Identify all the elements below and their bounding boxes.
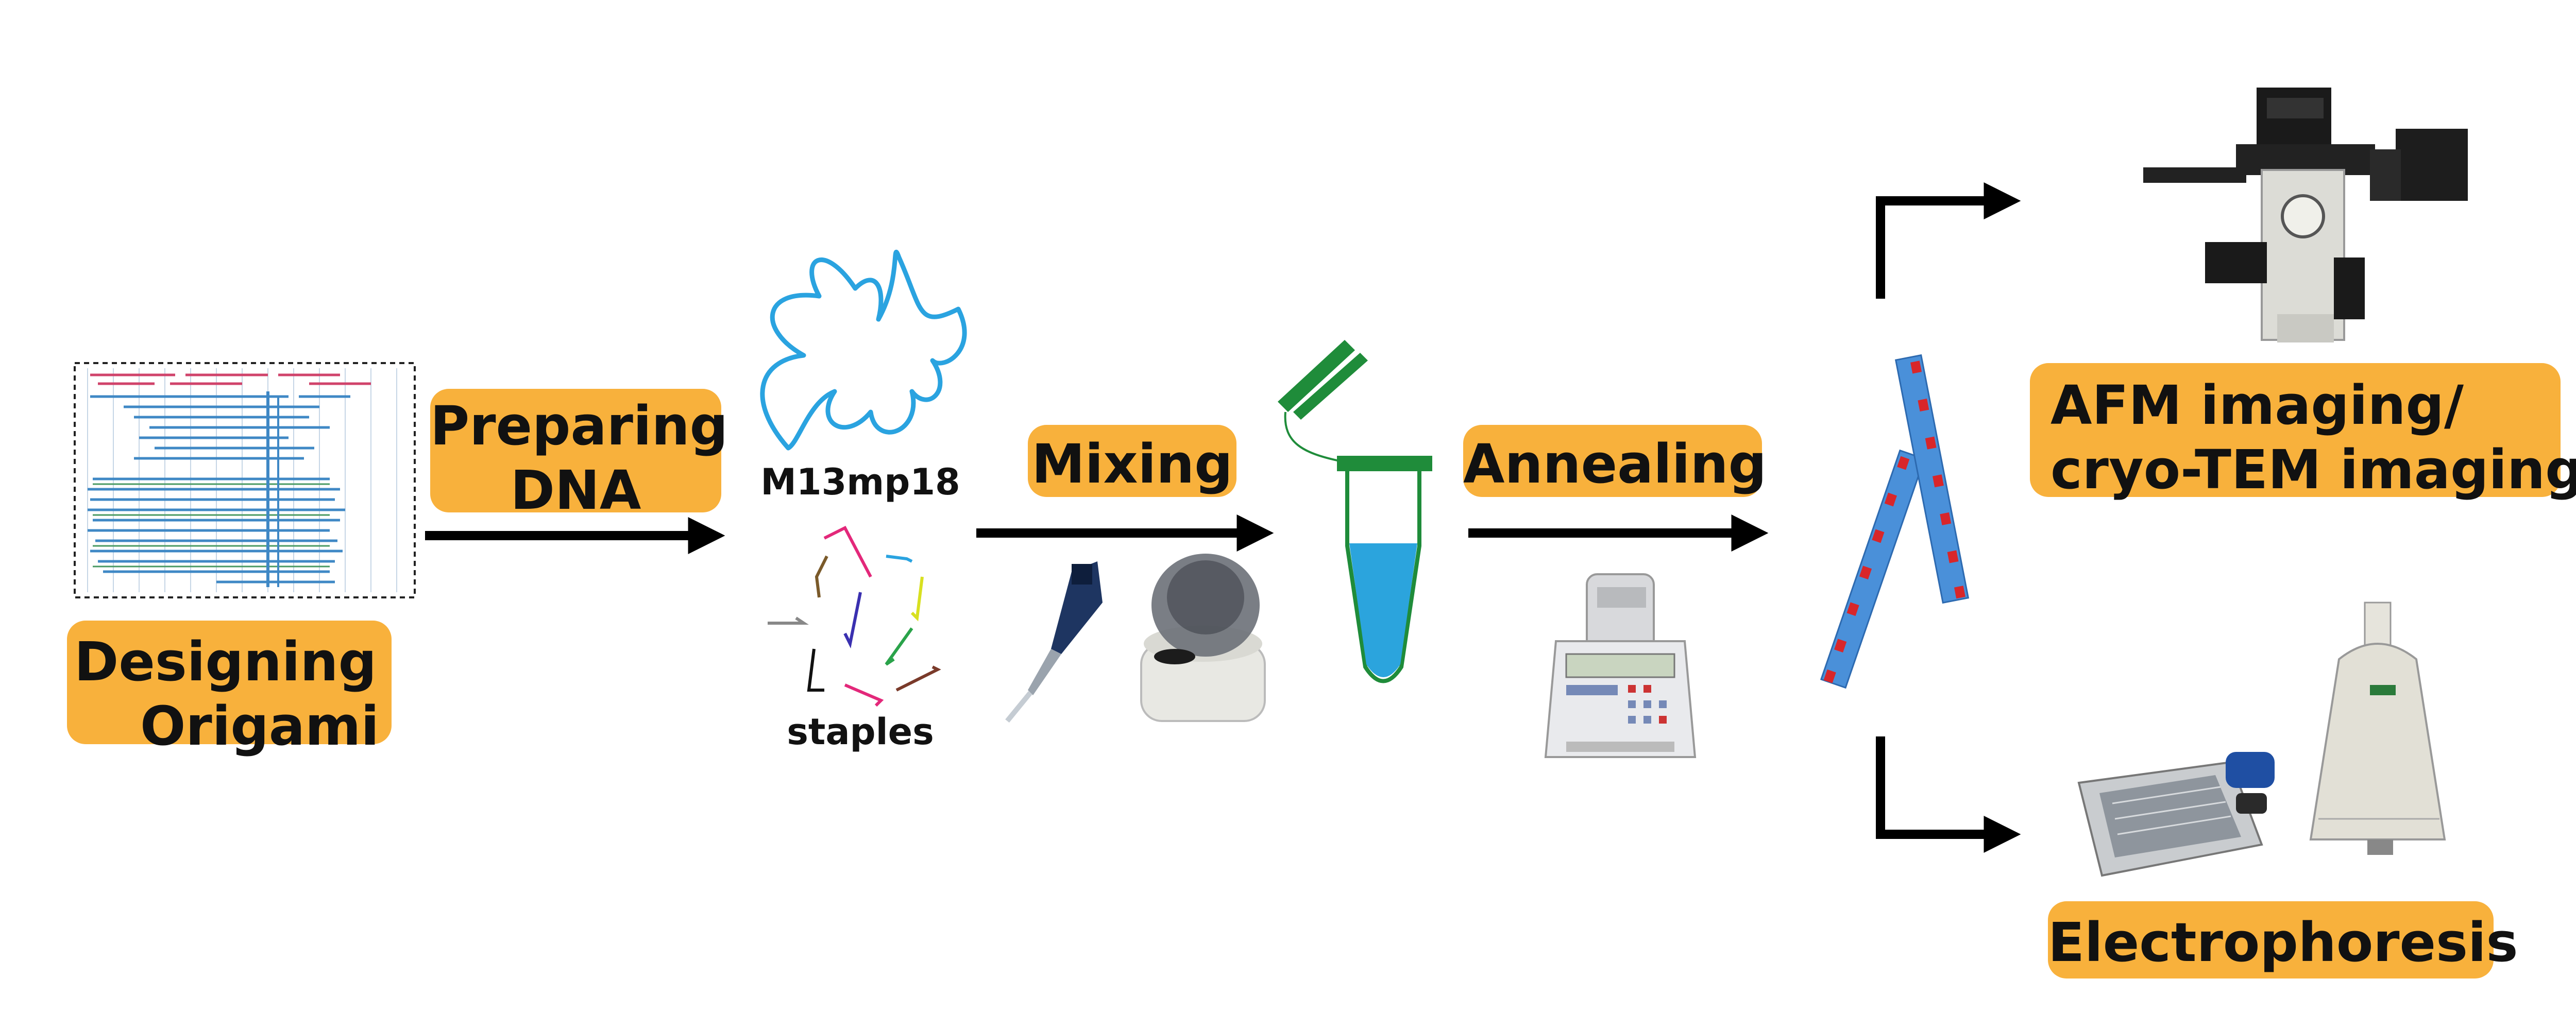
origami-bundle-right [1894, 354, 1970, 604]
arrow-to-imaging [1876, 182, 2021, 299]
step-label-designing-line1: Designing [74, 630, 377, 693]
mini-centrifuge-image [1140, 554, 1266, 722]
step-label-mixing-text: Mixing [1031, 433, 1233, 495]
origami-bundle-left [1820, 449, 1926, 689]
staples-caption: staples [787, 711, 934, 753]
reaction-tube-image [1278, 340, 1432, 683]
step-label-afm: AFM imaging/ cryo-TEM imaging [2030, 363, 2576, 501]
gel-box-image [2077, 752, 2275, 877]
scaffold-caption: M13mp18 [760, 461, 960, 503]
step-label-afm-line1: AFM imaging/ [2050, 374, 2464, 437]
pipette-image [1005, 561, 1103, 723]
step-label-designing: Designing Origami [67, 621, 392, 758]
origami-design-schematic [74, 362, 416, 598]
arrow-to-electrophoresis [1876, 736, 2021, 853]
staple-strands [768, 526, 941, 707]
step-label-preparing-line2: DNA [510, 458, 641, 522]
step-label-mixing: Mixing [1028, 425, 1236, 497]
scaffold-strand [760, 249, 967, 451]
flow-arrows [425, 182, 2021, 853]
microscope-image [2143, 88, 2468, 342]
thermal-cycler-image [1544, 573, 1697, 758]
step-label-preparing-line1: Preparing [430, 394, 728, 457]
step-label-annealing-text: Annealing [1463, 433, 1767, 495]
step-label-electrophoresis-text: Electrophoresis [2048, 911, 2518, 974]
step-label-electrophoresis: Electrophoresis [2048, 901, 2518, 978]
gel-imager-image [2309, 602, 2446, 855]
step-label-designing-line2: Origami [140, 694, 379, 758]
step-label-afm-line2: cryo-TEM imaging [2050, 438, 2576, 501]
step-label-annealing: Annealing [1463, 425, 1767, 497]
step-label-preparing: Preparing DNA [430, 389, 728, 522]
